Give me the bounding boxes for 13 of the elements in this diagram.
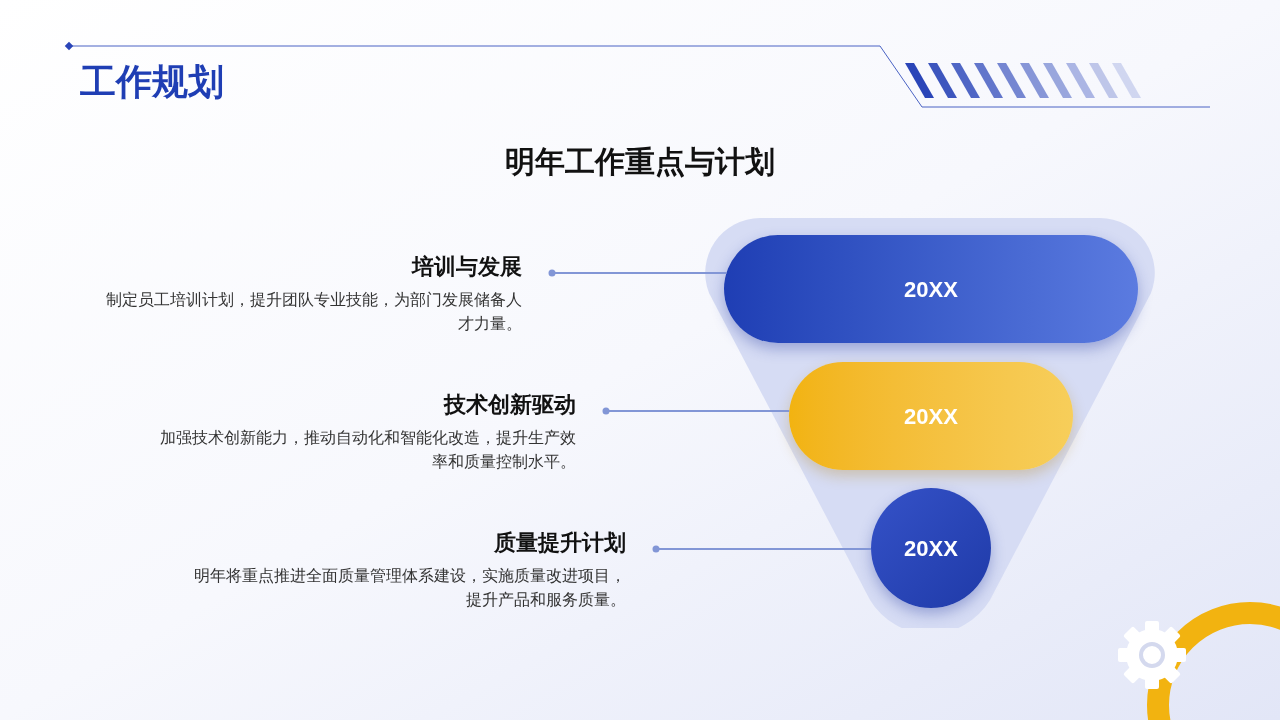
connector-line	[602, 407, 791, 415]
connector-line	[548, 269, 728, 277]
connector-line	[652, 545, 872, 553]
year-pill: 20XX	[724, 235, 1138, 343]
item-heading: 技术创新驱动	[444, 391, 576, 419]
slide-title: 工作规划	[80, 60, 224, 104]
item-heading: 质量提升计划	[494, 529, 626, 557]
item-description: 加强技术创新能力，推动自动化和智能化改造，提升生产效率和质量控制水平。	[159, 428, 576, 472]
item-heading: 培训与发展	[412, 253, 522, 281]
item-description: 制定员工培训计划，提升团队专业技能，为部门发展储备人才力量。	[105, 290, 522, 334]
section-heading: 明年工作重点与计划	[504, 144, 776, 180]
item-description: 明年将重点推进全面质量管理体系建设，实施质量改进项目，提升产品和服务质量。	[193, 566, 626, 610]
year-pill: 20XX	[789, 362, 1073, 470]
